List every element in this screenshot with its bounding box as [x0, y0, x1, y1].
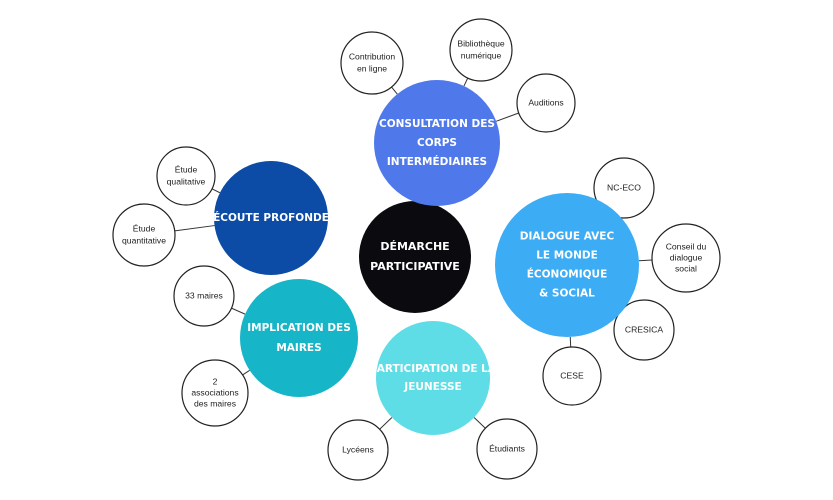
hub-label-line: PARTICIPATION DE LA	[370, 363, 497, 375]
leaf-label-line: CRESICA	[625, 324, 663, 334]
leaf-node-consultation: Contribution en ligne	[340, 31, 404, 95]
hub-label-line: CONSULTATION DES	[379, 118, 495, 130]
connector-line	[242, 369, 250, 376]
leaf-label-line: Étude	[175, 164, 198, 174]
leaf-node-dialogue: CRESICA	[613, 299, 675, 361]
connector-line	[638, 259, 653, 262]
leaf-node-dialogue: NC-ECO	[593, 157, 655, 219]
leaf-circle	[613, 299, 675, 361]
leaf-label-line: Contribution	[349, 51, 396, 61]
hub-label-line: INTERMÉDIAIRES	[387, 155, 487, 168]
hub-circle	[214, 161, 328, 275]
leaf-label-line: des maires	[194, 398, 236, 408]
leaf-label-line: Lycéens	[342, 444, 374, 454]
leaf-label-line: Bibliothèque	[457, 38, 505, 48]
center-label-line: DÉMARCHE	[380, 240, 449, 253]
node-layer: Contribution en ligne Bibliothèque numériqu…	[112, 18, 721, 481]
hub-node-youth: PARTICIPATION DE LA JEUNESSE	[370, 321, 497, 435]
leaf-label-line: NC-ECO	[607, 182, 641, 192]
center-node: DÉMARCHE PARTICIPATIVE	[359, 201, 471, 313]
hub-label-line: CORPS	[417, 137, 457, 149]
hub-label-line: ÉCONOMIQUE	[527, 268, 608, 281]
hub-circle	[240, 279, 358, 397]
leaf-label-line: numérique	[461, 50, 502, 60]
connector-line	[174, 225, 215, 232]
leaf-label-line: Conseil du	[666, 241, 707, 251]
connector-line	[211, 188, 221, 194]
leaf-node-listening: Étude quantitative	[112, 203, 176, 267]
leaf-circle	[181, 359, 249, 427]
center-label-line: PARTICIPATIVE	[370, 260, 460, 273]
hub-label-line: MAIRES	[276, 342, 321, 354]
connector-line	[473, 417, 486, 429]
leaf-circle	[542, 346, 602, 406]
leaf-circle	[340, 31, 404, 95]
leaf-node-youth: Lycéens	[327, 419, 389, 481]
leaf-label-line: 2	[213, 376, 218, 386]
leaf-node-consultation: Auditions	[516, 73, 576, 133]
connector-line	[231, 307, 246, 315]
leaf-label-line: associations	[191, 387, 238, 397]
hub-node-listening: ÉCOUTE PROFONDE	[213, 161, 329, 275]
hub-label-line: LE MONDE	[536, 250, 598, 262]
leaf-node-youth: Étudiants	[476, 418, 538, 480]
leaf-node-consultation: Bibliothèque numérique	[449, 18, 513, 82]
connector-line	[391, 86, 398, 95]
leaf-circle	[593, 157, 655, 219]
leaf-node-dialogue: CESE	[542, 346, 602, 406]
leaf-circle	[173, 265, 235, 327]
leaf-label-line: en ligne	[357, 63, 387, 73]
leaf-node-mayors: 33 maires	[173, 265, 235, 327]
connector-line	[463, 77, 469, 87]
leaf-label-line: quantitative	[122, 235, 166, 245]
hub-circle	[374, 80, 500, 206]
connector-line	[495, 112, 519, 122]
hub-node-mayors: IMPLICATION DES MAIRES	[240, 279, 358, 397]
leaf-label-line: Étudiants	[489, 443, 525, 453]
leaf-circle	[112, 203, 176, 267]
hub-label-line: DIALOGUE AVEC	[520, 231, 615, 243]
leaf-label-line: qualitative	[167, 176, 206, 186]
leaf-circle	[449, 18, 513, 82]
center-circle	[359, 201, 471, 313]
hub-node-dialogue: DIALOGUE AVEC LE MONDE ÉCONOMIQUE & SOCIAL	[495, 193, 639, 337]
leaf-label-line: dialogue	[670, 252, 703, 262]
connector-line	[379, 417, 393, 430]
hub-label-line: ÉCOUTE PROFONDE	[213, 211, 329, 224]
hub-circle	[376, 321, 490, 435]
leaf-circle	[651, 223, 721, 293]
leaf-circle	[156, 146, 216, 206]
leaf-label-line: social	[675, 263, 697, 273]
hub-circle	[495, 193, 639, 337]
leaf-circle	[516, 73, 576, 133]
hub-label-line: JEUNESSE	[403, 381, 461, 393]
leaf-node-listening: Étude qualitative	[156, 146, 216, 206]
leaf-label-line: Étude	[133, 223, 156, 233]
hub-label-line: & SOCIAL	[539, 288, 595, 300]
leaf-circle	[327, 419, 389, 481]
leaf-label-line: 33 maires	[185, 290, 223, 300]
hub-node-consultation: CONSULTATION DES CORPS INTERMÉDIAIRES	[374, 80, 500, 206]
leaf-label-line: CESE	[560, 370, 584, 380]
leaf-label-line: Auditions	[528, 97, 563, 107]
leaf-circle	[476, 418, 538, 480]
hub-label-line: IMPLICATION DES	[247, 322, 351, 334]
